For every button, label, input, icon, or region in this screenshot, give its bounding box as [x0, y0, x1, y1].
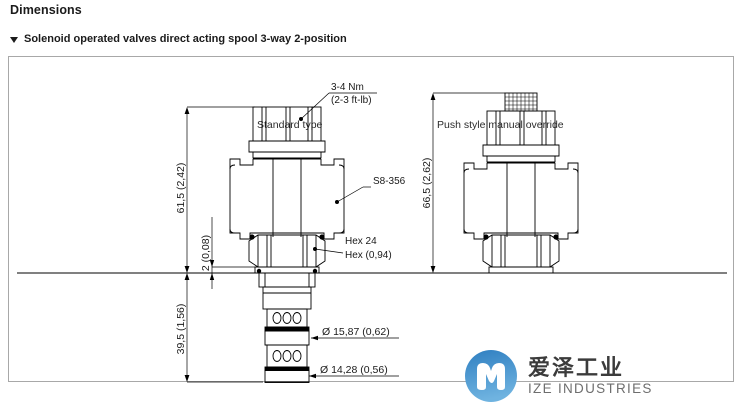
valve-shoulder-push	[488, 266, 554, 274]
dim-label-lower-land-diameter: Ø 14,28 (0,56)	[320, 364, 388, 376]
oring-groove-lower	[264, 366, 310, 383]
dim-label-overall-height-push: 66,5 (2,62)	[421, 158, 433, 209]
hex-nut-push	[482, 234, 560, 268]
ize-logo-english: IZE INDUSTRIES	[528, 380, 653, 396]
coil-retaining-nut-push	[482, 110, 560, 163]
section-header[interactable]: Solenoid operated valves direct acting s…	[10, 33, 347, 45]
triangle-down-icon[interactable]	[10, 36, 18, 43]
dim-label-seat-offset: 2 (0,08)	[200, 235, 212, 271]
port-row-upper	[272, 312, 302, 324]
push-override-valve-assembly	[463, 92, 579, 274]
dimension-text-group: 61,5 (2,42) 2 (0,08) 39,5 (1,56) 66,5 (2…	[175, 158, 433, 376]
solenoid-coil-body	[229, 158, 345, 240]
callout-coil-part: S8-356	[373, 176, 406, 187]
port-row-lower	[272, 350, 302, 362]
callout-text-group: 3-4 Nm (2-3 ft-lb) S8-356 Hex 24 Hex (0,…	[331, 82, 406, 261]
hex-nut	[248, 234, 326, 268]
standard-type-valve-assembly	[229, 106, 345, 383]
dimension-drawing-frame: Standard type Push style manual override	[8, 56, 734, 402]
callout-torque-line1: 3-4 Nm	[331, 82, 364, 93]
dim-label-cartridge-length: 39,5 (1,56)	[175, 304, 187, 355]
dim-label-overall-height-standard: 61,5 (2,42)	[175, 163, 187, 214]
solenoid-coil-body-push	[463, 162, 579, 240]
valve-shoulder	[254, 266, 320, 274]
leader-hex	[314, 248, 344, 254]
dimension-lines	[184, 92, 505, 383]
manual-override-knob	[504, 92, 538, 112]
page-title: Dimensions	[10, 3, 82, 17]
leader-torque	[300, 92, 330, 120]
dim-label-upper-land-diameter: Ø 15,87 (0,62)	[322, 326, 390, 338]
oring-groove-upper	[264, 326, 310, 346]
leader-s8356	[336, 186, 364, 203]
cartridge-body	[258, 272, 316, 383]
callout-torque-line2: (2-3 ft-lb)	[331, 95, 372, 106]
section-header-label: Solenoid operated valves direct acting s…	[24, 33, 347, 45]
callout-hex-line1: Hex 24	[345, 236, 377, 247]
callout-hex-line2: Hex (0,94)	[345, 250, 392, 261]
knurl-hatch	[505, 93, 537, 111]
coil-retaining-nut	[248, 106, 326, 159]
valve-technical-drawing: 61,5 (2,42) 2 (0,08) 39,5 (1,56) 66,5 (2…	[17, 82, 727, 383]
